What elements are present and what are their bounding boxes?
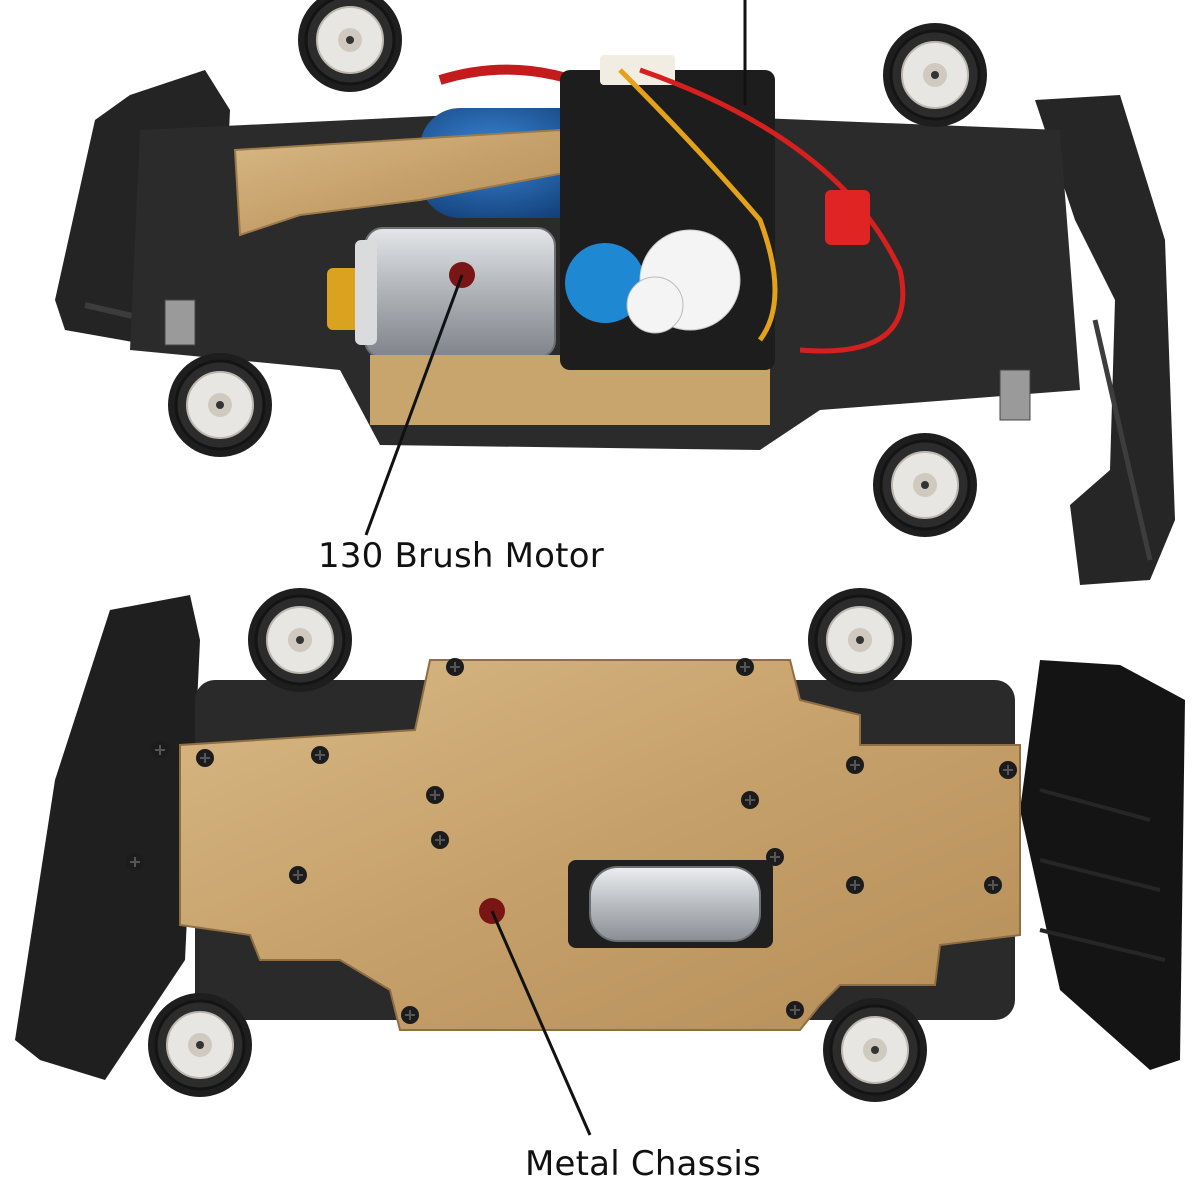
chassis-callout-label: Metal Chassis: [525, 1144, 761, 1184]
motor-callout-label: 130 Brush Motor: [318, 536, 604, 576]
top-car-photo: [55, 0, 1175, 585]
bottom-chassis-photo: [15, 586, 1185, 1136]
